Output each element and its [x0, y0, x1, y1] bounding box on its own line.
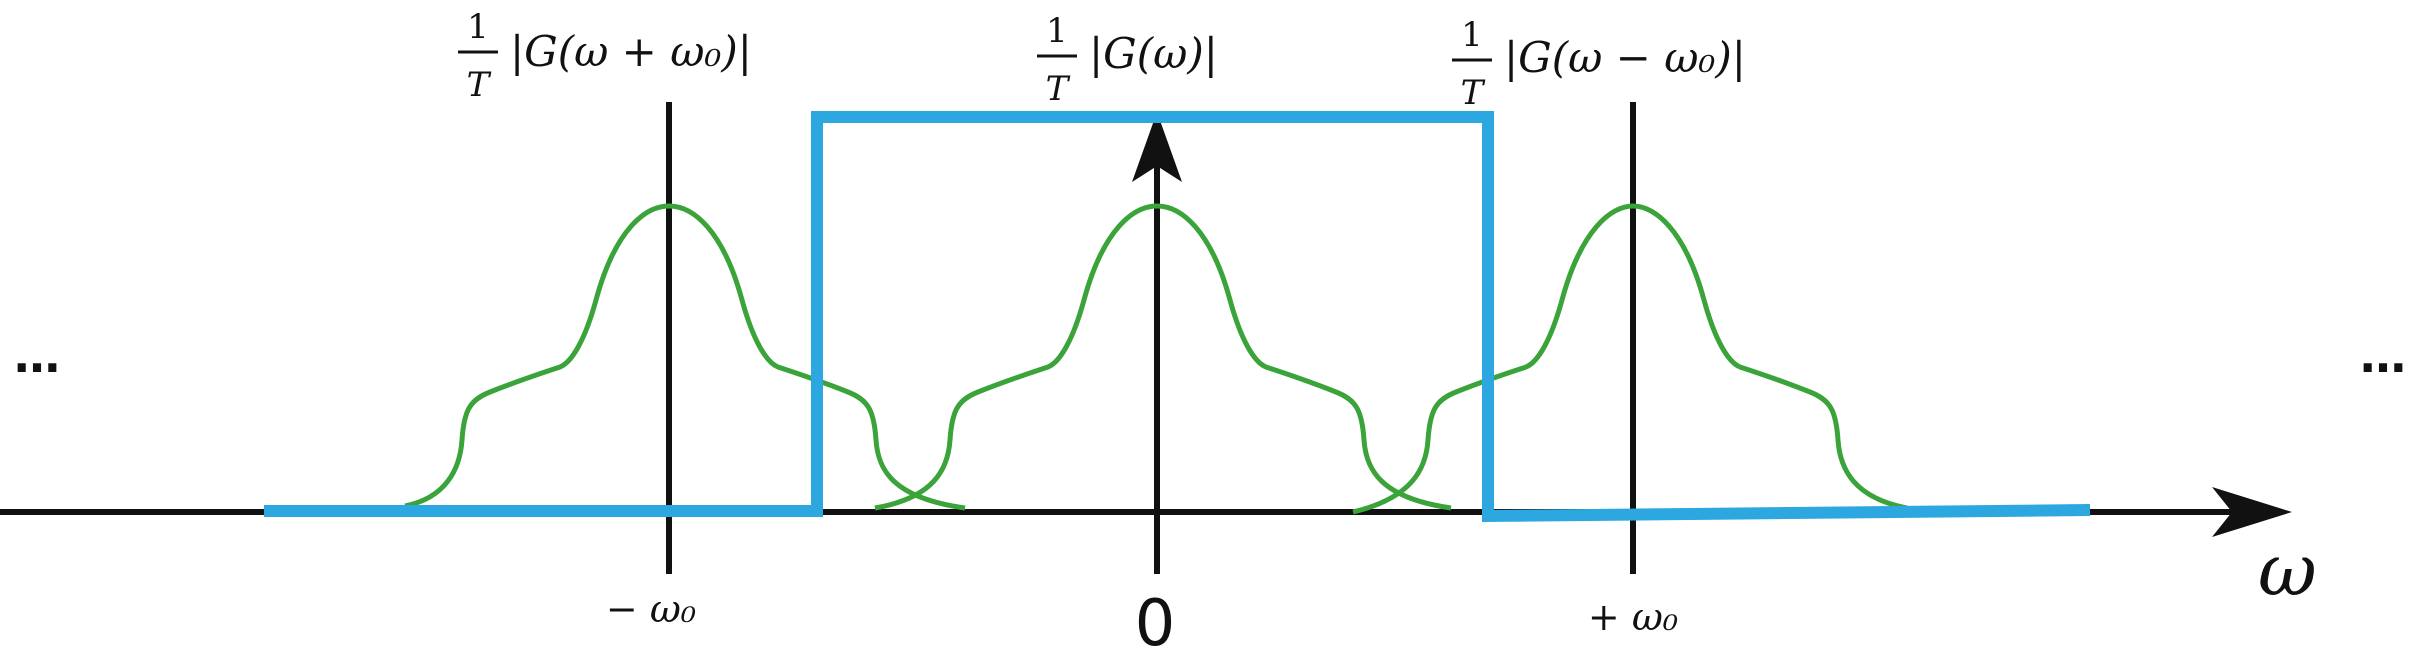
label-left-numerator: 1	[467, 7, 489, 47]
axis-arrowhead	[2212, 487, 2292, 537]
spectrum-curves	[404, 203, 1908, 515]
label-left-expression: |G(ω + ω₀)|	[510, 27, 752, 76]
tick-label-plus-omega0: + ω₀	[1588, 595, 1678, 639]
spectrum-copy-right	[1352, 203, 1908, 515]
label-right-numerator: 1	[1461, 15, 1483, 55]
label-right-expression: |G(ω − ω₀)|	[1504, 33, 1746, 82]
label-left-copy: 1 T |G(ω + ω₀)|	[458, 7, 752, 105]
label-left-denominator: T	[467, 65, 492, 105]
vertical-axis	[1132, 112, 1182, 574]
label-right-denominator: T	[1461, 73, 1486, 113]
axis-variable-label: ω	[2258, 528, 2317, 612]
label-center-expression: |G(ω)|	[1089, 29, 1218, 78]
vertical-axis-arrowhead	[1132, 112, 1182, 182]
label-center-copy: 1 T |G(ω)|	[1037, 11, 1218, 109]
label-center-numerator: 1	[1046, 11, 1068, 51]
label-right-copy: 1 T |G(ω − ω₀)|	[1452, 15, 1746, 113]
ideal-lowpass-filter	[264, 111, 2091, 523]
tick-label-zero: 0	[1135, 587, 1176, 661]
spectrum-copy-center	[874, 203, 1452, 511]
tick-label-minus-omega0: − ω₀	[606, 587, 696, 631]
label-center-denominator: T	[1046, 69, 1071, 109]
spectrum-copy-left	[404, 203, 966, 511]
ellipsis-right: …	[2360, 329, 2406, 383]
ellipsis-left: …	[14, 329, 60, 383]
